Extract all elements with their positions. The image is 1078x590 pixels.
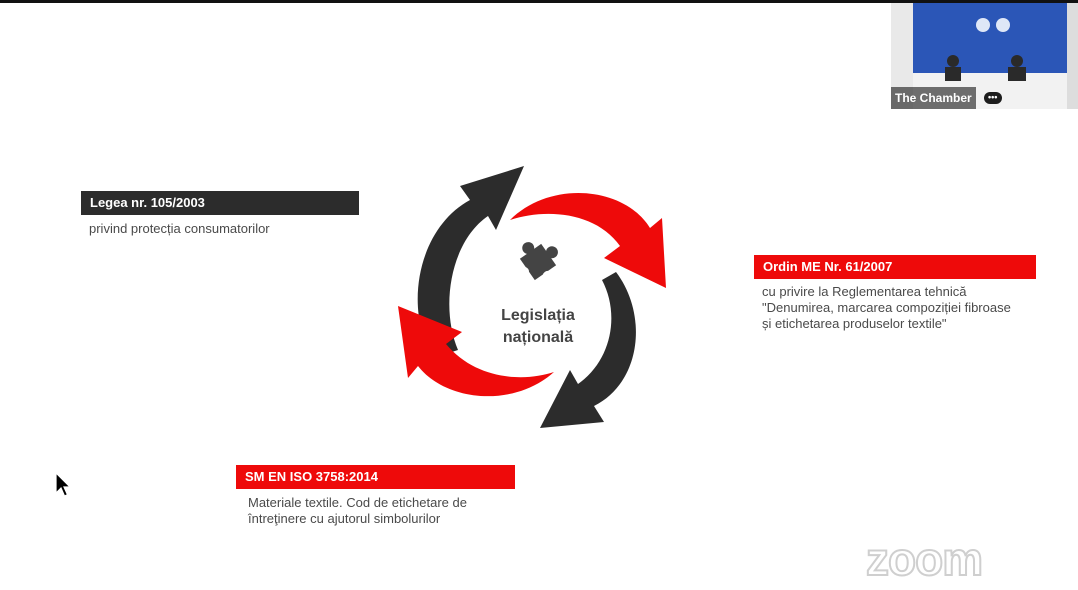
label-legea-105: Legea nr. 105/2003 <box>81 191 359 215</box>
desc-legea-105: privind protecția consumatorilor <box>89 221 270 237</box>
desc-line: și etichetarea produselor textile" <box>762 316 947 331</box>
label-ordin-me-61: Ordin ME Nr. 61/2007 <box>754 255 1036 279</box>
puzzle-piece-icon <box>519 242 558 281</box>
desc-line: privind protecția consumatorilor <box>89 221 270 236</box>
desc-line: cu privire la Reglementarea tehnică <box>762 284 967 299</box>
arrow-dark-lower-right <box>540 272 636 428</box>
desc-ordin-me-61: cu privire la Reglementarea tehnică "Den… <box>762 284 1011 332</box>
window-top-border <box>0 0 1078 3</box>
desc-sm-en-iso-3758: Materiale textile. Cod de etichetare de … <box>248 495 467 527</box>
desc-line: întreţinere cu ajutorul simbolurilor <box>248 511 441 526</box>
participant-name-label: The Chamber ••• <box>891 87 1002 109</box>
center-title: Legislația națională <box>468 305 608 349</box>
label-sm-en-iso-3758: SM EN ISO 3758:2014 <box>236 465 515 489</box>
participant-video-tile[interactable]: The Chamber ••• <box>891 3 1078 109</box>
participant-name: The Chamber <box>895 91 972 105</box>
more-options-icon[interactable]: ••• <box>983 92 1002 104</box>
zoom-watermark-logo: zoom <box>865 533 984 585</box>
mouse-cursor-icon <box>55 472 71 497</box>
arrow-red-lower-left <box>398 306 554 397</box>
center-title-line1: Legislația <box>501 307 575 324</box>
arrow-red-upper-right <box>510 193 666 288</box>
desc-line: "Denumirea, marcarea compoziției fibroas… <box>762 300 1011 315</box>
arrow-dark-upper-left <box>417 166 524 358</box>
center-title-line2: națională <box>502 329 574 346</box>
desc-line: Materiale textile. Cod de etichetare de <box>248 495 467 510</box>
